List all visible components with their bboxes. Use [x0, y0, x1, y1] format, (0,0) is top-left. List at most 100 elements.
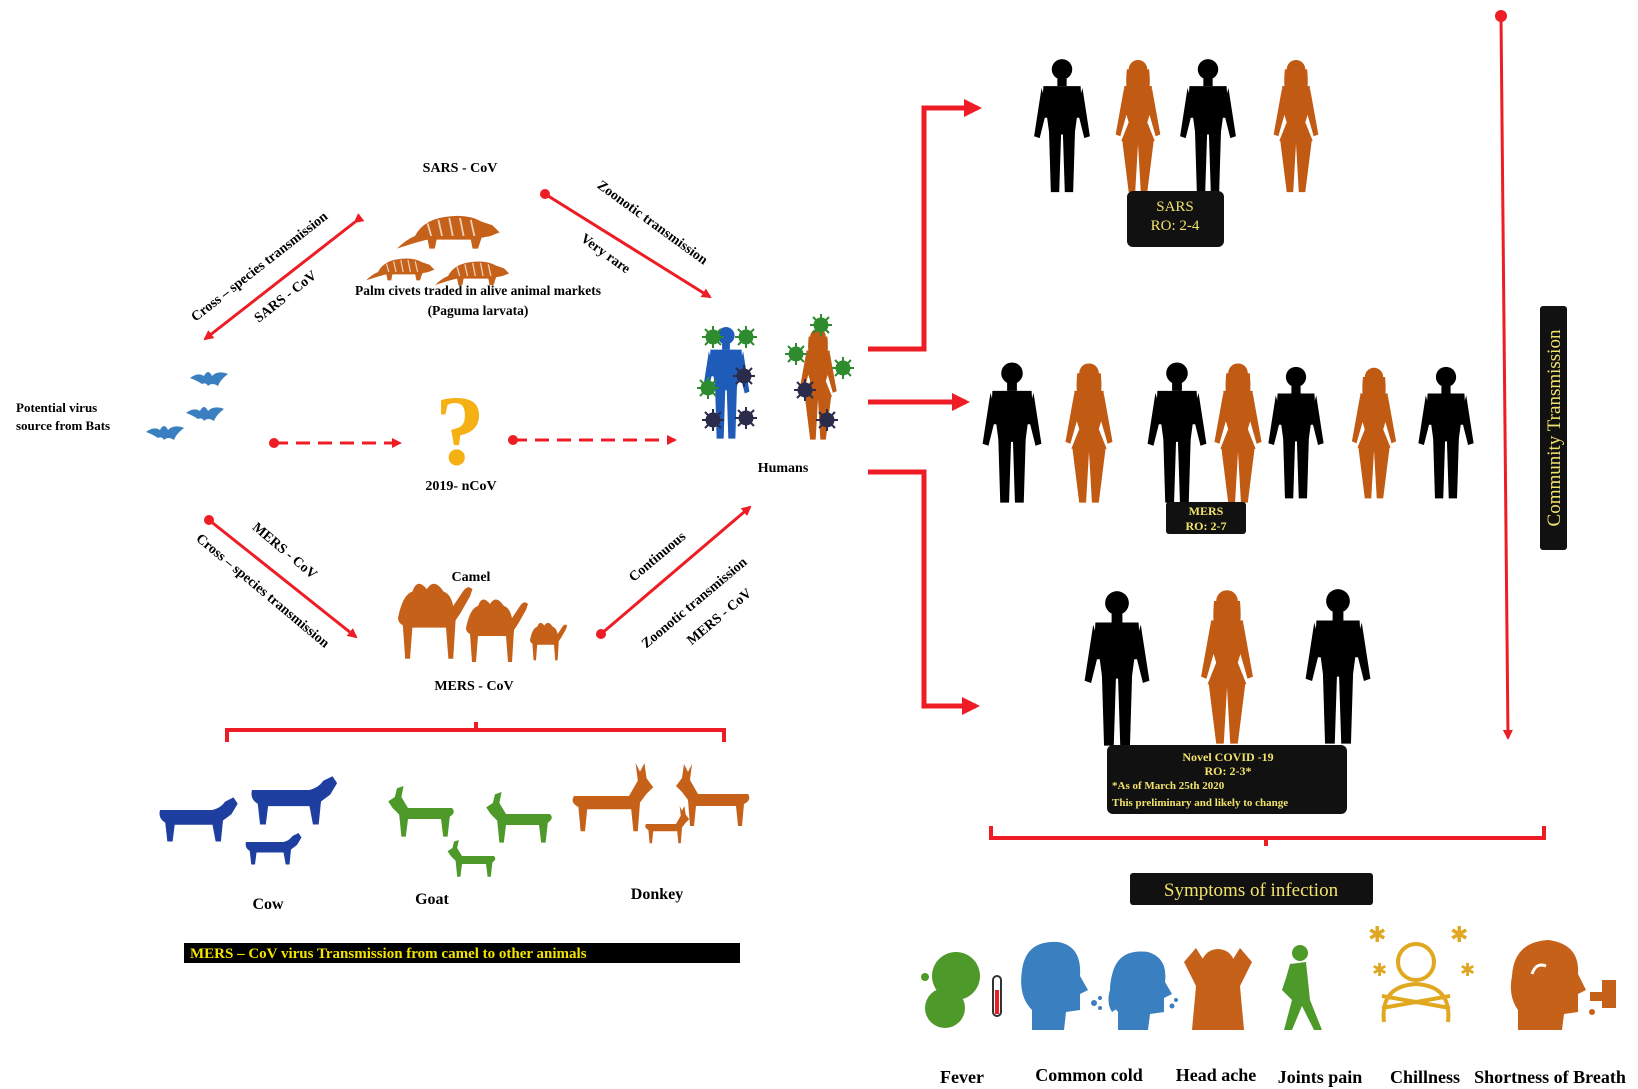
virus-icon [734, 406, 758, 430]
fever-icon [921, 952, 1002, 1028]
covid-box-title: Novel COVID -19 [1182, 750, 1273, 764]
goat-icon [447, 840, 496, 877]
virus-icon [784, 342, 808, 366]
camel-brace [225, 722, 726, 742]
cow-icon [245, 833, 302, 865]
arrow-dot [269, 438, 279, 448]
zoonotic-arrow-top [544, 192, 712, 299]
goat-icons [388, 786, 552, 877]
sars-box-r0: RO: 2-4 [1151, 218, 1200, 234]
symptoms-brace [989, 826, 1546, 846]
woman-icon [1273, 60, 1319, 193]
bat-icon [146, 426, 184, 440]
ncov-label: 2019- nCoV [425, 479, 496, 494]
chillness-icon: ✱ ✱ ✱ ✱ [1368, 923, 1475, 1023]
sars-r0-box [1127, 191, 1224, 247]
mers-transmission-banner-text: MERS – CoV virus Transmission from camel… [190, 946, 587, 962]
common-cold-icon [1021, 941, 1102, 1030]
covid-box-r0: RO: 2-3* [1205, 764, 1252, 778]
symptoms-title-box [1130, 873, 1373, 905]
camel-label: Camel [452, 570, 491, 585]
virus-icon [732, 364, 756, 388]
sars-people [1034, 59, 1319, 193]
infected-humans [696, 313, 855, 440]
donkey-label: Donkey [631, 886, 683, 903]
woman-icon [1201, 590, 1253, 744]
covid-box-disclaimer: This preliminary and likely to change [1112, 797, 1288, 809]
symptom-label-head-ache: Head ache [1176, 1065, 1257, 1085]
arrow-dot [508, 435, 518, 445]
virus-icon [809, 313, 833, 337]
branch-arrow-covid [868, 469, 980, 715]
common-cold-woman-icon [1108, 951, 1178, 1030]
woman-icon [1214, 363, 1262, 503]
covid-people [1084, 589, 1371, 746]
mers-people [982, 362, 1474, 503]
svg-text:✱: ✱ [1368, 923, 1386, 948]
civet-icon [365, 257, 435, 281]
civet-icon [434, 260, 510, 286]
donkey-icon [645, 806, 690, 844]
cross-species-arrow-bottom [208, 518, 358, 639]
cross-species-arrow-top [203, 213, 365, 341]
symptom-label-shortness-of-breath: Shortness of Breath [1474, 1067, 1626, 1087]
woman-icon [1115, 60, 1161, 193]
man-icon [1147, 362, 1207, 503]
man-icon [1180, 59, 1236, 193]
left-arrows [203, 192, 752, 639]
bats-label-line1: Potential virus [16, 400, 97, 415]
sars-box-title: SARS [1156, 199, 1194, 215]
man-icon [982, 362, 1042, 503]
mers-box-r0: RO: 2-7 [1186, 519, 1227, 533]
man-icon [1268, 366, 1324, 499]
label-cross-species-bottom: Cross – species transmission [193, 531, 332, 651]
symptom-label-fever: Fever [940, 1067, 984, 1087]
mers-r0-box [1166, 502, 1246, 534]
humans-label: Humans [758, 461, 809, 476]
virus-icon [831, 356, 855, 380]
civet-caption-line1: Palm civets traded in alive animal marke… [355, 283, 601, 298]
label-very-rare: Very rare [578, 231, 633, 277]
virus-icon [734, 325, 758, 349]
woman-icon [1351, 367, 1397, 499]
civet-caption-line2: (Paguma larvata) [428, 303, 529, 318]
cow-icons [159, 776, 338, 865]
cow-label: Cow [252, 896, 284, 913]
continuous-arrow [600, 505, 752, 636]
symptom-label-chillness: Chillness [1390, 1067, 1460, 1087]
mers-box-title: MERS [1189, 504, 1224, 518]
arrow-start-dots [204, 189, 606, 639]
mers-transmission-banner [184, 943, 740, 963]
svg-text:✱: ✱ [1460, 960, 1475, 981]
label-continuous: Continuous [626, 529, 689, 585]
covid-box-note: *As of March 25th 2020 [1112, 780, 1225, 792]
civet-icon [396, 214, 501, 250]
bat-icon [190, 372, 228, 386]
camel-icon [466, 599, 528, 662]
goat-icon [388, 786, 454, 837]
bat-icon [186, 407, 224, 421]
woman-icon [1065, 363, 1113, 503]
virus-icon [793, 378, 817, 402]
arrow-dot [540, 189, 550, 199]
virus-icon [696, 376, 720, 400]
head-ache-icon [1184, 948, 1252, 1030]
man-icon [1084, 591, 1150, 746]
man-icon [1305, 589, 1371, 744]
camel-icon [530, 622, 568, 661]
covid-r0-box [1107, 745, 1347, 814]
man-icon [1034, 59, 1090, 193]
bats-label-line2: source from Bats [16, 418, 110, 433]
sars-cov-title: SARS - CoV [423, 161, 498, 176]
bat-icons [146, 372, 228, 440]
shortness-of-breath-icon [1510, 940, 1616, 1030]
civet-icons [365, 214, 510, 286]
svg-text:✱: ✱ [1450, 923, 1468, 948]
community-transmission-box [1540, 306, 1567, 550]
symptom-label-common-cold: Common cold [1035, 1065, 1143, 1085]
symptoms-title: Symptoms of infection [1164, 880, 1339, 901]
camel-icon [398, 583, 473, 659]
branch-arrow-sars [868, 99, 982, 352]
cow-icon [159, 797, 238, 842]
branch-arrows [868, 99, 982, 715]
